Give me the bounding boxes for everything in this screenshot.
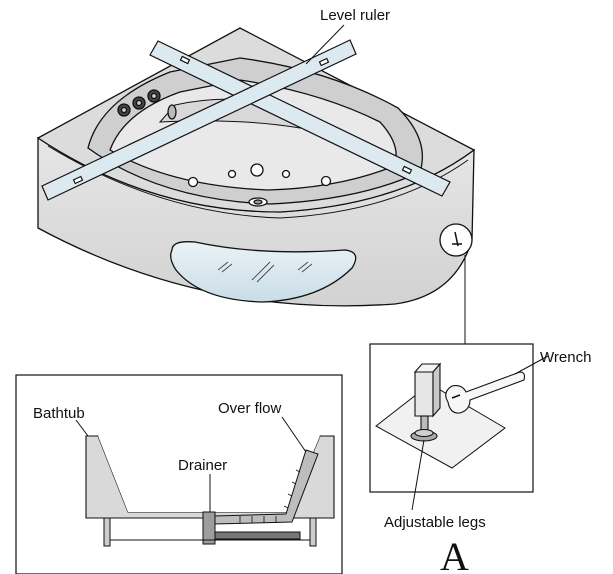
level-ruler-leader	[305, 24, 345, 65]
ruler-left-to-right	[149, 40, 451, 197]
base-frame	[103, 517, 317, 547]
control-buttons	[117, 89, 161, 117]
drainer-body	[202, 511, 216, 545]
detail-a-panel	[369, 343, 549, 511]
drainer-label: Drainer	[178, 457, 227, 474]
over-flow-label: Over flow	[218, 400, 282, 417]
tub-rim-line	[47, 145, 469, 219]
wrench-tool	[445, 371, 526, 414]
level-ruler-label: Level ruler	[320, 7, 390, 24]
adjustable-legs-label: Adjustable legs	[384, 514, 486, 531]
adjustable-leg	[410, 362, 442, 442]
level-rulers	[41, 39, 451, 201]
overflow-pipe-hatch	[239, 469, 301, 523]
inner-basin	[98, 436, 320, 512]
front-window	[170, 241, 357, 303]
legs-leader	[411, 439, 425, 511]
leg-zoom-detail	[452, 231, 462, 247]
bathtub-leader	[75, 419, 89, 437]
figure-letter: A	[440, 534, 469, 574]
window-glare	[217, 261, 313, 283]
ruler-right-to-left	[41, 39, 357, 201]
bathtub-label: Bathtub	[33, 405, 85, 422]
overflow-leader	[281, 416, 307, 453]
wrench-leader	[514, 355, 549, 375]
spout	[167, 104, 177, 120]
water-jets	[187, 163, 332, 207]
wrench-label: Wrench	[540, 349, 591, 366]
floor-plate	[375, 383, 506, 469]
cross-section-panel	[15, 374, 343, 574]
drain-pipe	[213, 531, 301, 540]
